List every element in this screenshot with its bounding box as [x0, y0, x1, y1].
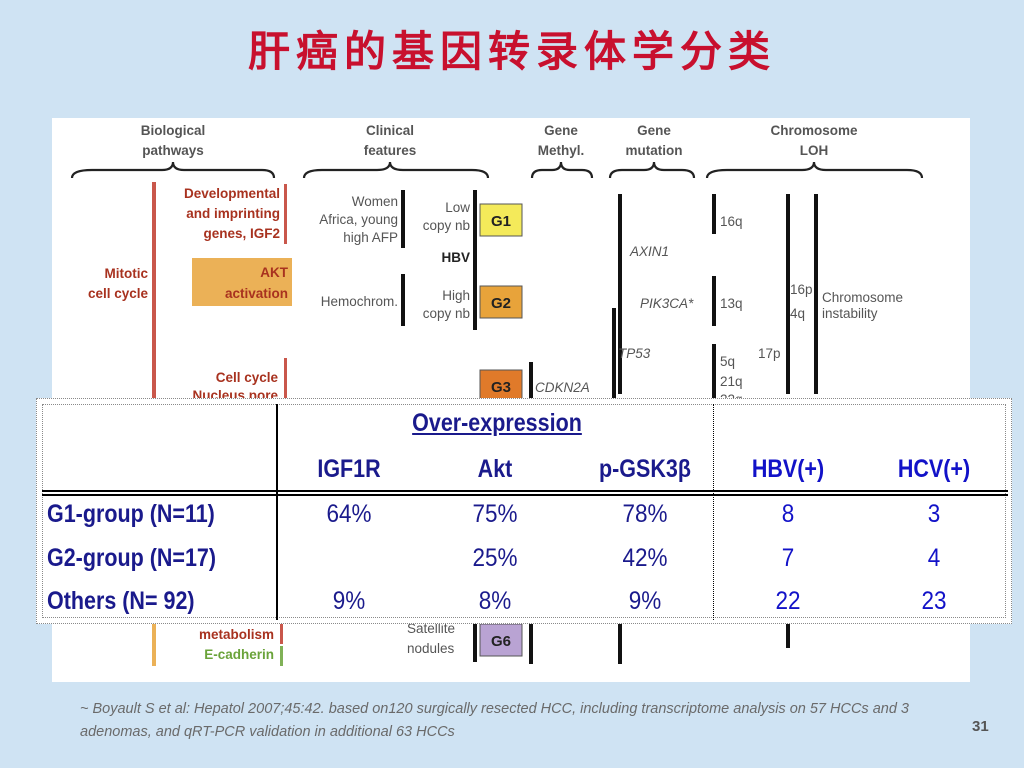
header-braces	[70, 161, 924, 179]
cell-others-hcv: 23	[921, 587, 947, 615]
loh-13q: 13q	[720, 296, 743, 311]
loh-4q: 4q	[790, 306, 805, 321]
header-bio-1: Biological	[141, 123, 206, 138]
col-header-pgsk3b: p-GSK3β	[599, 455, 691, 483]
col-header-hcv: HCV(+)	[897, 455, 971, 483]
col-header-igf1r: IGF1R	[317, 455, 381, 483]
table-label-divider	[276, 404, 278, 620]
figure-diagram: Biological pathways Clinical features Ge…	[70, 123, 924, 666]
table-group-divider	[713, 404, 714, 620]
clinical-low-1: Low	[445, 200, 470, 215]
clinical-low-2: copy nb	[423, 218, 470, 233]
col-header-akt: Akt	[477, 455, 513, 483]
loh-21q: 21q	[720, 374, 743, 389]
col-header-hbv: HBV(+)	[751, 455, 825, 483]
clinical-hbv: HBV	[441, 250, 470, 265]
mutation-tp53: TP53	[618, 346, 651, 361]
group-g6-box	[479, 623, 523, 657]
clinical-satellite-1: Satellite	[407, 621, 455, 636]
pathway-developmental-2: and imprinting	[186, 206, 280, 221]
group-g2-label: G2	[491, 295, 511, 312]
pathway-ecadherin: E-cadherin	[204, 647, 274, 662]
pathway-developmental-1: Developmental	[184, 186, 280, 201]
row-label-others: Others (N= 92)	[47, 587, 195, 615]
methyl-cdkn2a: CDKN2A	[535, 380, 590, 395]
loh-17p: 17p	[758, 346, 781, 361]
clinical-hemochrom: Hemochrom.	[321, 294, 398, 309]
loh-16p: 16p	[790, 282, 813, 297]
clinical-high-2: copy nb	[423, 306, 470, 321]
loh-instability-1: Chromosome	[822, 290, 903, 305]
cell-g2-hbv: 7	[781, 544, 795, 572]
cell-g1-akt: 75%	[472, 500, 518, 528]
header-mutation-1: Gene	[637, 123, 671, 138]
pathway-akt-2: activation	[225, 286, 288, 301]
row-label-g1: G1-group (N=11)	[47, 500, 215, 528]
table-header-rule-1	[42, 490, 1008, 492]
cell-g2-hcv: 4	[927, 544, 941, 572]
header-mutation-2: mutation	[626, 143, 683, 158]
pathway-cell-cycle: Cell cycle	[216, 370, 279, 385]
group-g6-label: G6	[491, 633, 511, 650]
mutation-pik3ca: PIK3CA*	[640, 296, 694, 311]
cell-g1-hbv: 8	[781, 500, 795, 528]
loh-16q: 16q	[720, 214, 743, 229]
mutation-axin1: AXIN1	[629, 244, 669, 259]
cell-g1-igf1r: 64%	[326, 500, 372, 528]
cell-others-pgsk3b: 9%	[628, 587, 662, 615]
citation-footnote: ~ Boyault S et al: Hepatol 2007;45:42. b…	[80, 701, 909, 740]
clinical-satellite-2: nodules	[407, 641, 455, 656]
pathway-metabolism: metabolism	[199, 627, 274, 642]
header-methyl-1: Gene	[544, 123, 578, 138]
clinical-women-2: Africa, young	[319, 212, 398, 227]
group-g1-box	[479, 203, 523, 237]
over-expression-header: Over-expression	[412, 409, 582, 437]
table-frame	[42, 404, 1006, 618]
header-clinical-2: features	[364, 143, 417, 158]
slide-title: 肝癌的基因转录体学分类	[247, 27, 776, 76]
clinical-high-1: High	[442, 288, 470, 303]
cell-g1-hcv: 3	[927, 500, 941, 528]
pathway-mitotic-1: Mitotic	[105, 266, 149, 281]
akt-highlight	[192, 258, 292, 306]
cell-others-igf1r: 9%	[332, 587, 366, 615]
expression-table: Over-expression IGF1R Akt p-GSK3β HBV(+)…	[36, 398, 1012, 624]
group-g3-label: G3	[491, 379, 511, 396]
cell-g1-pgsk3b: 78%	[622, 500, 668, 528]
header-chromosome-1: Chromosome	[770, 123, 858, 138]
clinical-women-3: high AFP	[343, 230, 398, 245]
pathway-akt-1: AKT	[260, 265, 288, 280]
header-chromosome-2: LOH	[800, 143, 829, 158]
cell-g2-pgsk3b: 42%	[622, 544, 668, 572]
header-methyl-2: Methyl.	[538, 143, 585, 158]
loh-instability-2: instability	[822, 306, 878, 321]
clinical-women-1: Women	[352, 194, 398, 209]
table-header-rule-2	[42, 494, 1008, 496]
loh-5q: 5q	[720, 354, 735, 369]
page-number: 31	[972, 718, 989, 735]
group-g1-label: G1	[491, 213, 511, 230]
group-g2-box	[479, 285, 523, 319]
cell-others-akt: 8%	[478, 587, 512, 615]
cell-others-hbv: 22	[775, 587, 801, 615]
header-bio-2: pathways	[142, 143, 204, 158]
pathway-developmental-3: genes, IGF2	[203, 226, 280, 241]
cell-g2-akt: 25%	[472, 544, 518, 572]
pathway-mitotic-2: cell cycle	[88, 286, 149, 301]
group-g3-box	[479, 369, 523, 403]
row-label-g2: G2-group (N=17)	[47, 544, 217, 572]
header-clinical-1: Clinical	[366, 123, 414, 138]
